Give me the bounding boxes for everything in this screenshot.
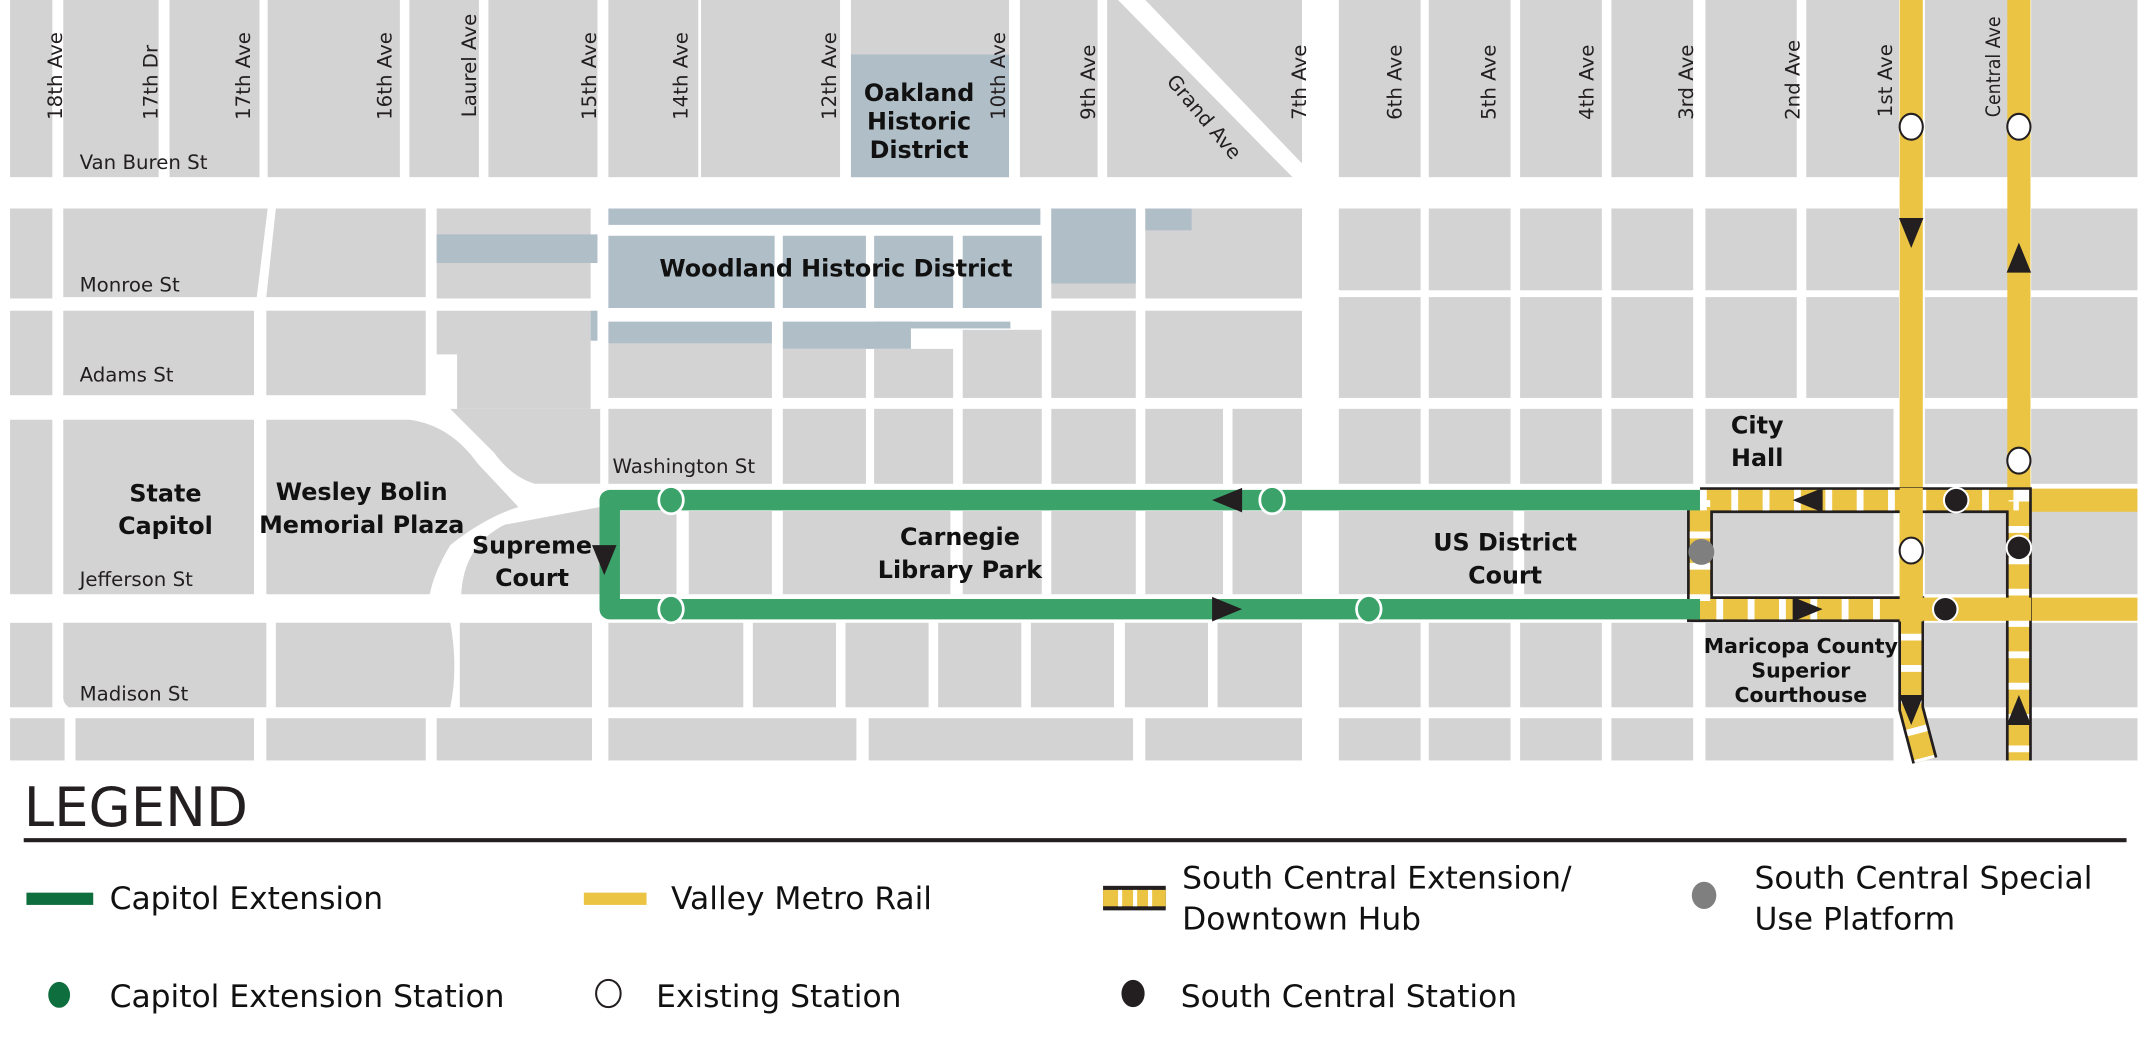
landmark-wesley-bolin: Wesley Bolin [276, 478, 448, 506]
existing-station-swatch-icon [595, 978, 622, 1009]
avenue-label: 7th Ave [1288, 45, 1311, 120]
valley-metro-rail-swatch-icon [583, 892, 647, 905]
south-central-station-swatch-icon [1121, 979, 1145, 1008]
capitol-extension-swatch-icon [26, 892, 94, 905]
landmark-wesley-bolin: Memorial Plaza [259, 511, 464, 539]
blocks-row-7 [10, 718, 2138, 761]
legend-label-capitol-extension-station: Capitol Extension Station [110, 979, 505, 1015]
avenue-label: 15th Ave [578, 32, 601, 120]
street-labels: Van Buren St Monroe St Adams St Washingt… [78, 151, 756, 705]
station-marker [1932, 595, 1959, 623]
arrow-right-icon [1212, 596, 1243, 622]
special-use-platform-swatch-icon [1691, 881, 1717, 910]
landmark-maricopa: Courthouse [1735, 683, 1868, 707]
landmark-city-hall: City [1731, 411, 1784, 439]
avenue-label: 12th Ave [818, 32, 841, 120]
station-marker [2006, 446, 2032, 475]
avenue-label: 17th Dr [139, 44, 162, 120]
blocks-row-4 [10, 408, 2138, 595]
station-marker [1942, 486, 1970, 514]
legend-label-valley-metro-rail: Valley Metro Rail [671, 881, 932, 917]
landmark-oakland: Historic [867, 107, 971, 135]
avenue-label: 3rd Ave [1675, 45, 1698, 120]
avenue-label: 6th Ave [1384, 45, 1407, 120]
avenue-label: 16th Ave [374, 32, 397, 120]
street-label: Monroe St [80, 274, 180, 297]
landmark-supreme-court: Supreme [472, 531, 592, 559]
landmark-us-district-court: Court [1468, 561, 1542, 589]
arrow-left-icon [1792, 487, 1823, 513]
street-label: Van Buren St [80, 151, 208, 174]
blocks-row-3 [10, 297, 2138, 409]
avenue-label: Central Ave [1982, 16, 2005, 117]
street-label: Madison St [80, 682, 189, 705]
landmark-supreme-court: Court [495, 564, 569, 592]
legend-label-special-use-platform: South Central Special [1754, 861, 2092, 897]
avenue-label: 4th Ave [1576, 45, 1599, 120]
capitol-extension-station-swatch-icon [48, 981, 71, 1008]
blocks-row-6 [10, 622, 2138, 708]
legend-label-south-central-extension: South Central Extension/ [1182, 861, 1572, 897]
avenue-label: 14th Ave [669, 32, 692, 120]
special-use-platform-marker [1688, 538, 1715, 565]
street-label: Adams St [80, 364, 174, 387]
station-marker [657, 594, 685, 625]
landmark-oakland: Oakland [864, 79, 974, 107]
avenue-label: 10th Ave [987, 32, 1010, 120]
legend-label-special-use-platform: Use Platform [1754, 901, 1955, 937]
arrow-up-icon [2006, 695, 2032, 726]
street-label: Washington St [612, 455, 755, 478]
legend-label-south-central-extension: Downtown Hub [1182, 901, 1421, 937]
landmark-carnegie: Carnegie [900, 523, 1020, 551]
legend-label-existing-station: Existing Station [656, 979, 901, 1015]
landmark-state-capitol: Capitol [118, 512, 213, 540]
blocks-row-5 [461, 506, 2138, 595]
station-marker [657, 485, 685, 516]
arrow-left-icon [1212, 487, 1243, 513]
blocks-row-2 [10, 208, 2138, 308]
south-central-stations [1932, 486, 2033, 623]
avenue-label: Laurel Ave [458, 14, 481, 117]
station-marker [1898, 112, 1924, 141]
landmark-maricopa: Superior [1751, 658, 1851, 682]
avenue-label: 17th Ave [232, 32, 255, 120]
station-marker [1355, 594, 1383, 625]
direction-arrows [592, 218, 2032, 726]
avenue-label: 9th Ave [1077, 45, 1100, 120]
avenue-label: 2nd Ave [1781, 40, 1804, 120]
capitol-extension-stations [657, 485, 1383, 625]
arrow-down-icon [1898, 695, 1924, 726]
landmark-state-capitol: State [129, 480, 201, 508]
legend-label-capitol-extension: Capitol Extension [110, 881, 384, 917]
landmark-labels: Oakland Historic District Woodland Histo… [118, 79, 1898, 707]
existing-stations [1898, 112, 2032, 565]
blocks-row-1 [10, 0, 2138, 178]
legend-title: LEGEND [24, 775, 248, 839]
legend-label-south-central-station: South Central Station [1181, 979, 1517, 1015]
landmark-maricopa: Maricopa County [1704, 634, 1898, 658]
street-label: Jefferson St [78, 568, 194, 591]
avenue-label: 1st Ave [1874, 44, 1897, 117]
legend-divider [23, 838, 2127, 843]
arrow-up-icon [2006, 242, 2032, 273]
station-marker [1898, 536, 1924, 565]
landmark-oakland: District [870, 136, 969, 164]
arrow-down-icon [592, 545, 617, 576]
station-marker [1258, 485, 1286, 516]
arrow-down-icon [1898, 218, 1924, 249]
landmark-woodland: Woodland Historic District [659, 255, 1012, 283]
station-marker [2005, 534, 2033, 562]
landmark-carnegie: Library Park [878, 556, 1043, 584]
avenue-label: 5th Ave [1478, 45, 1501, 120]
arrow-right-icon [1792, 596, 1823, 622]
station-marker [2006, 112, 2032, 141]
south-central-extension-swatch-icon [1103, 885, 1166, 911]
legend: LEGEND Capitol Extension Valley Metro Ra… [23, 775, 2127, 1015]
avenue-label: 18th Ave [44, 32, 67, 120]
landmark-us-district-court: US District [1433, 529, 1577, 557]
landmark-city-hall: Hall [1731, 444, 1783, 472]
